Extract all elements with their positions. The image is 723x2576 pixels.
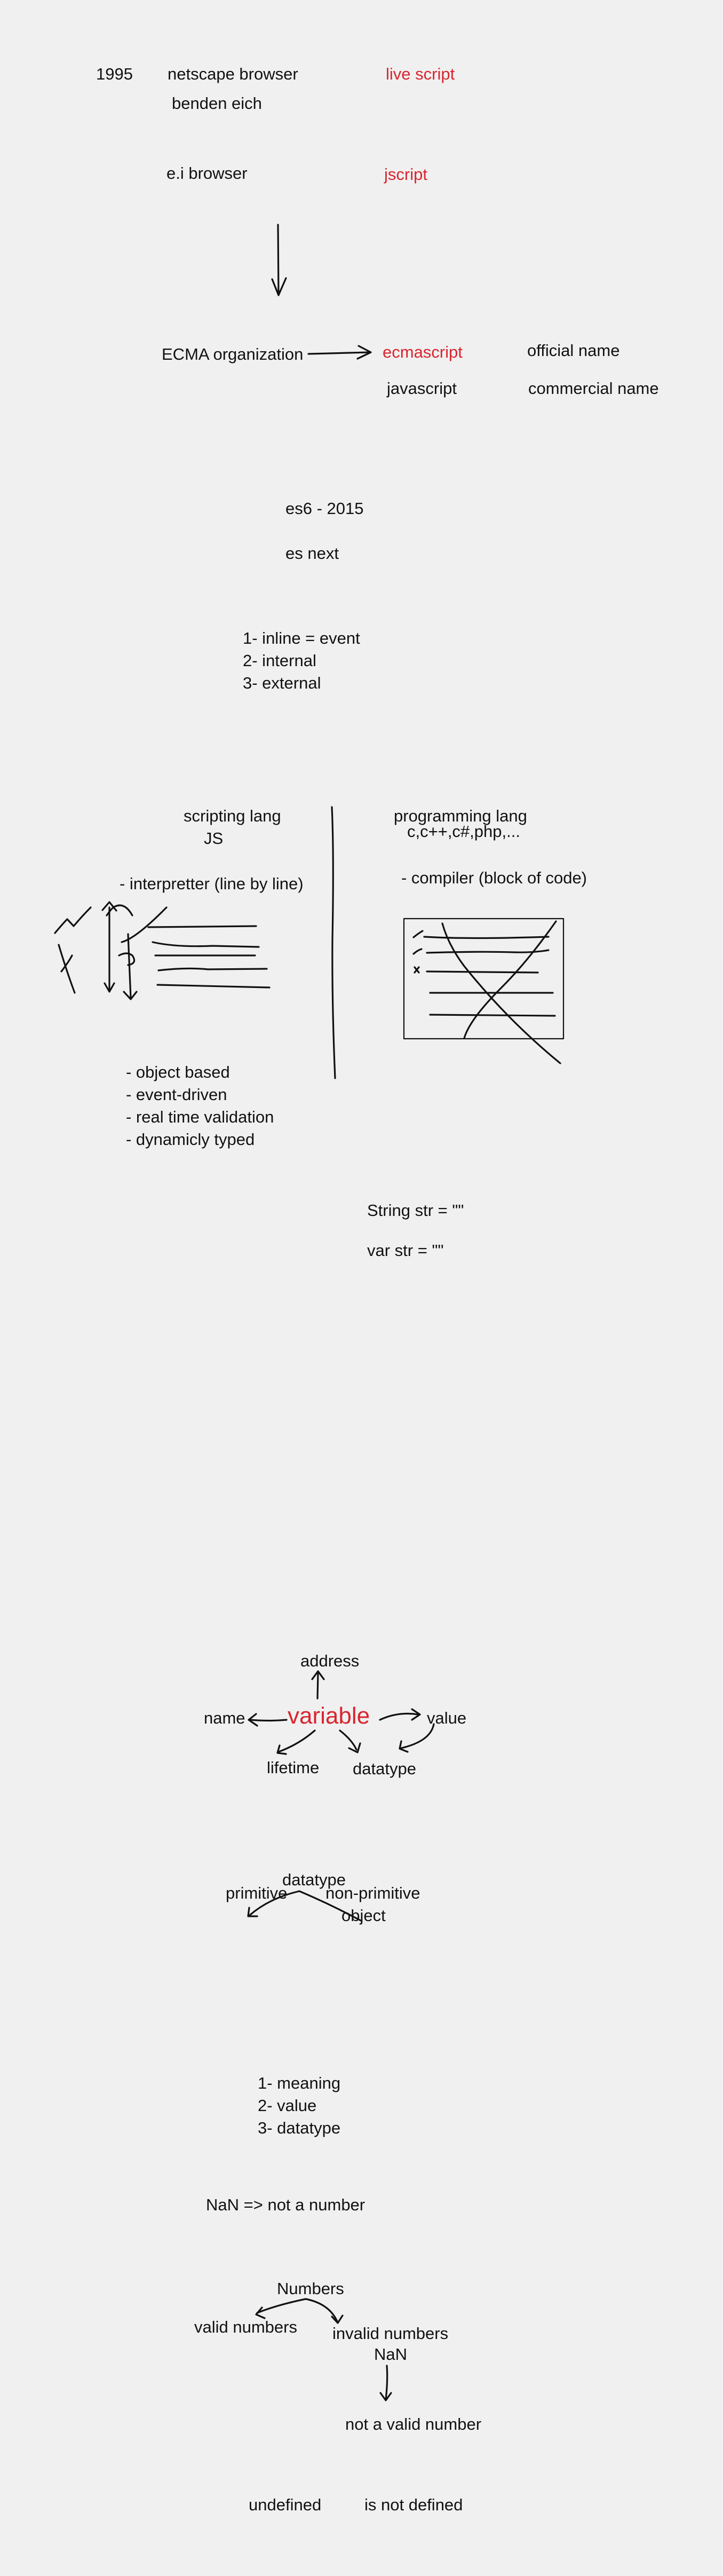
feature-item-4: - dynamicly typed [126, 1130, 255, 1149]
variable-name-label: name [204, 1709, 245, 1727]
javascript-label: javascript [387, 379, 457, 398]
aspect-item-3: 3- datatype [258, 2119, 341, 2137]
feature-item-3: - real time validation [126, 1108, 274, 1126]
es-next-label: es next [285, 544, 339, 563]
numbers-label: Numbers [277, 2279, 344, 2298]
vertical-divider [331, 806, 336, 1079]
nan-definition: NaN => not a number [206, 2195, 366, 2214]
feature-item-2: - event-driven [126, 1085, 227, 1104]
ecma-organization-label: ECMA organization [162, 345, 304, 364]
official-name-label: official name [527, 341, 620, 360]
jscript-label: jscript [384, 165, 427, 184]
netscape-browser-label: netscape browser [168, 65, 298, 83]
not-defined-label: is not defined [364, 2495, 463, 2514]
programming-lang-title: programming lang [394, 807, 527, 825]
undefined-label: undefined [249, 2495, 322, 2514]
ie-browser-label: e.i browser [166, 164, 248, 183]
datatype-root-label: datatype [282, 1870, 346, 1889]
scripting-lang-title: scripting lang [184, 807, 281, 825]
ways-item-2: 2- internal [243, 651, 316, 670]
ways-item-1: 1- inline = event [243, 629, 360, 647]
ways-item-3: 3- external [243, 674, 321, 692]
aspect-item-2: 2- value [258, 2096, 317, 2115]
variable-address-label: address [300, 1652, 360, 1670]
numbers-tree-branches [255, 2298, 392, 2401]
string-declaration: String str = "" [367, 1201, 464, 1220]
brendan-eich-label: benden eich [172, 94, 262, 113]
var-declaration: var str = "" [367, 1241, 444, 1260]
right-arrow-icon [307, 345, 372, 360]
compiler-label: - compiler (block of code) [401, 868, 587, 887]
interpreter-label: - interpretter (line by line) [120, 874, 304, 893]
feature-item-1: - object based [126, 1063, 230, 1081]
variable-map-arrows [248, 1670, 435, 1755]
interpreter-sketch [54, 901, 271, 1000]
down-arrow-icon [271, 224, 287, 296]
nan-label: NaN [374, 2345, 408, 2364]
scripting-lang-sub: JS [204, 829, 224, 848]
variable-lifetime-label: lifetime [267, 1758, 320, 1777]
invalid-numbers-label: invalid numbers [332, 2324, 449, 2343]
programming-lang-sub: c,c++,c#,php,... [407, 822, 520, 841]
aspect-item-1: 1- meaning [258, 2074, 341, 2092]
year-label: 1995 [96, 65, 133, 83]
es6-label: es6 - 2015 [285, 499, 364, 518]
commercial-name-label: commercial name [528, 379, 659, 398]
valid-numbers-label: valid numbers [194, 2318, 297, 2336]
object-label: object [341, 1906, 386, 1925]
ecmascript-label: ecmascript [383, 343, 463, 361]
compiler-sketch [403, 918, 565, 1064]
live-script-label: live script [386, 65, 455, 83]
non-primitive-label: non-primitive [325, 1884, 420, 1902]
not-valid-number-label: not a valid number [345, 2415, 482, 2433]
variable-center-label: variable [288, 1703, 370, 1729]
variable-datatype-label: datatype [353, 1759, 416, 1778]
datatype-tree-branches [247, 1890, 362, 1922]
